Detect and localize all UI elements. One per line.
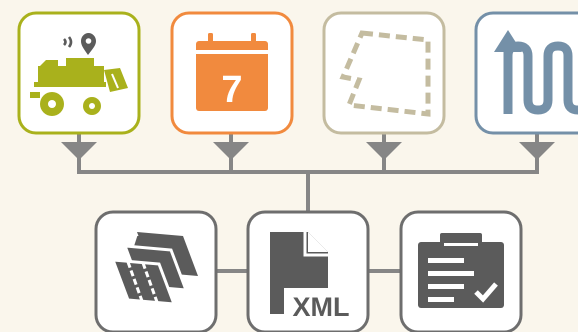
source-card-track-path bbox=[474, 11, 578, 135]
location-pin-icon bbox=[81, 33, 96, 55]
field-boundary-icon bbox=[339, 30, 431, 117]
output-card-xml-file: XML bbox=[246, 210, 370, 332]
serpentine-track-icon bbox=[494, 30, 578, 115]
arrow-down-4 bbox=[519, 142, 555, 160]
calendar-icon: 7 bbox=[196, 33, 268, 111]
output-card-task-report bbox=[399, 210, 523, 332]
xml-file-label: XML bbox=[293, 292, 350, 322]
xml-file-icon: XML bbox=[270, 229, 354, 322]
track-arrow-head bbox=[494, 30, 522, 52]
checkmark-icon bbox=[474, 282, 498, 303]
arrow-down-2 bbox=[213, 142, 249, 160]
output-card-field-maps bbox=[94, 210, 218, 332]
source-card-field-boundary bbox=[322, 11, 446, 135]
layered-field-maps-icon bbox=[110, 232, 198, 306]
arrow-down-1 bbox=[61, 142, 97, 160]
source-card-calendar: 7 bbox=[170, 11, 294, 135]
clipboard-checklist-icon bbox=[418, 233, 504, 308]
arrow-down-3 bbox=[366, 142, 402, 160]
calendar-day-number: 7 bbox=[221, 69, 242, 111]
combine-harvester-icon bbox=[30, 33, 128, 116]
source-card-machine bbox=[17, 11, 141, 135]
connector-lines bbox=[77, 133, 539, 273]
